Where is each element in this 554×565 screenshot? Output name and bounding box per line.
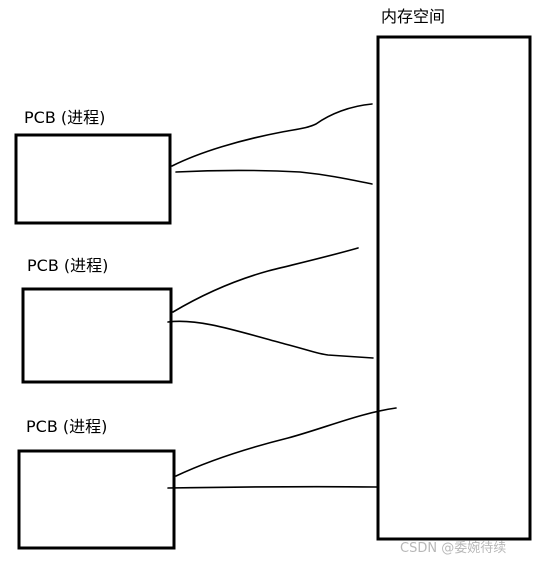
connector-pcb2-lower — [167, 320, 374, 359]
pcb-box-1 — [14, 133, 172, 225]
watermark-text: CSDN @委婉待续 — [400, 540, 506, 556]
memory-label: 内存空间 — [381, 7, 445, 26]
connector-pcb3-lower — [167, 485, 378, 489]
pcb-box-2 — [21, 287, 173, 384]
pcb-label-1: PCB (进程) — [24, 108, 105, 127]
connector-pcb3-upper — [175, 407, 397, 477]
connector-pcb1-upper — [171, 103, 373, 167]
connector-pcb2-upper — [172, 247, 359, 313]
pcb-box-3 — [17, 449, 176, 550]
memory-block — [376, 35, 532, 541]
connector-pcb1-lower — [175, 169, 373, 185]
pcb-label-3: PCB (进程) — [26, 417, 107, 436]
pcb-label-2: PCB (进程) — [27, 256, 108, 275]
